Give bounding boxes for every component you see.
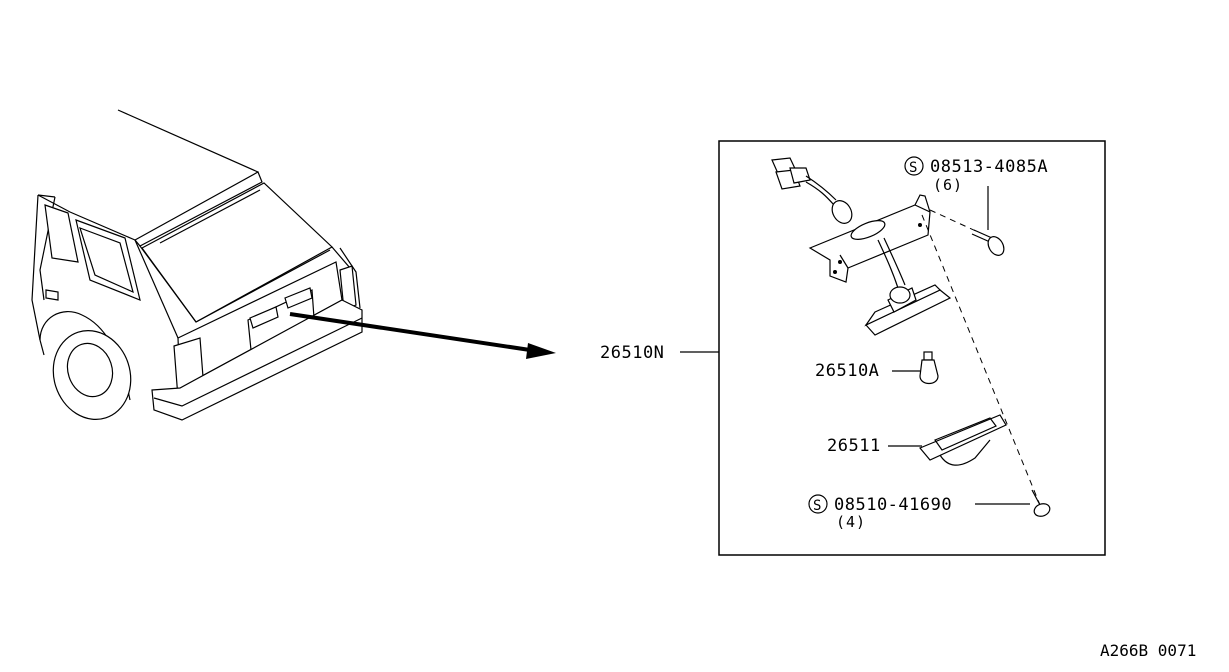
standard-part-marker-icon [904,156,924,176]
mounting-bracket [808,194,931,283]
standard-part-marker-icon [808,494,828,514]
diagram-reference-code: A266B 0071 [1100,641,1196,660]
wire-harness-connector [771,157,853,224]
assembly-part-number: 26510N [600,343,664,363]
part-number-bulb: 26510A [815,361,879,381]
qty-screw-top: (6) [933,176,963,194]
part-number-lens: 26511 [827,436,881,456]
screw-icon [971,186,1005,256]
standard-part-marker: S [813,498,821,514]
vehicle-rear-illustration [31,109,363,421]
pointer-arrow [289,312,556,359]
standard-part-marker: S [909,160,917,176]
part-number-screw-top: 08513-4085A [930,157,1048,177]
screw-bottom-callout: S 08510-41690 (4) [808,494,1030,531]
license-lamp-body [864,284,952,336]
part-number-screw-bottom: 08510-41690 [834,495,952,515]
screw-icon [1031,489,1051,517]
bulb-icon [919,351,939,385]
qty-screw-bottom: (4) [836,513,866,531]
exploded-view-frame [718,140,1106,556]
screw-top-callout: S 08513-4085A (6) [904,156,1048,194]
lamp-lens [919,414,1007,466]
